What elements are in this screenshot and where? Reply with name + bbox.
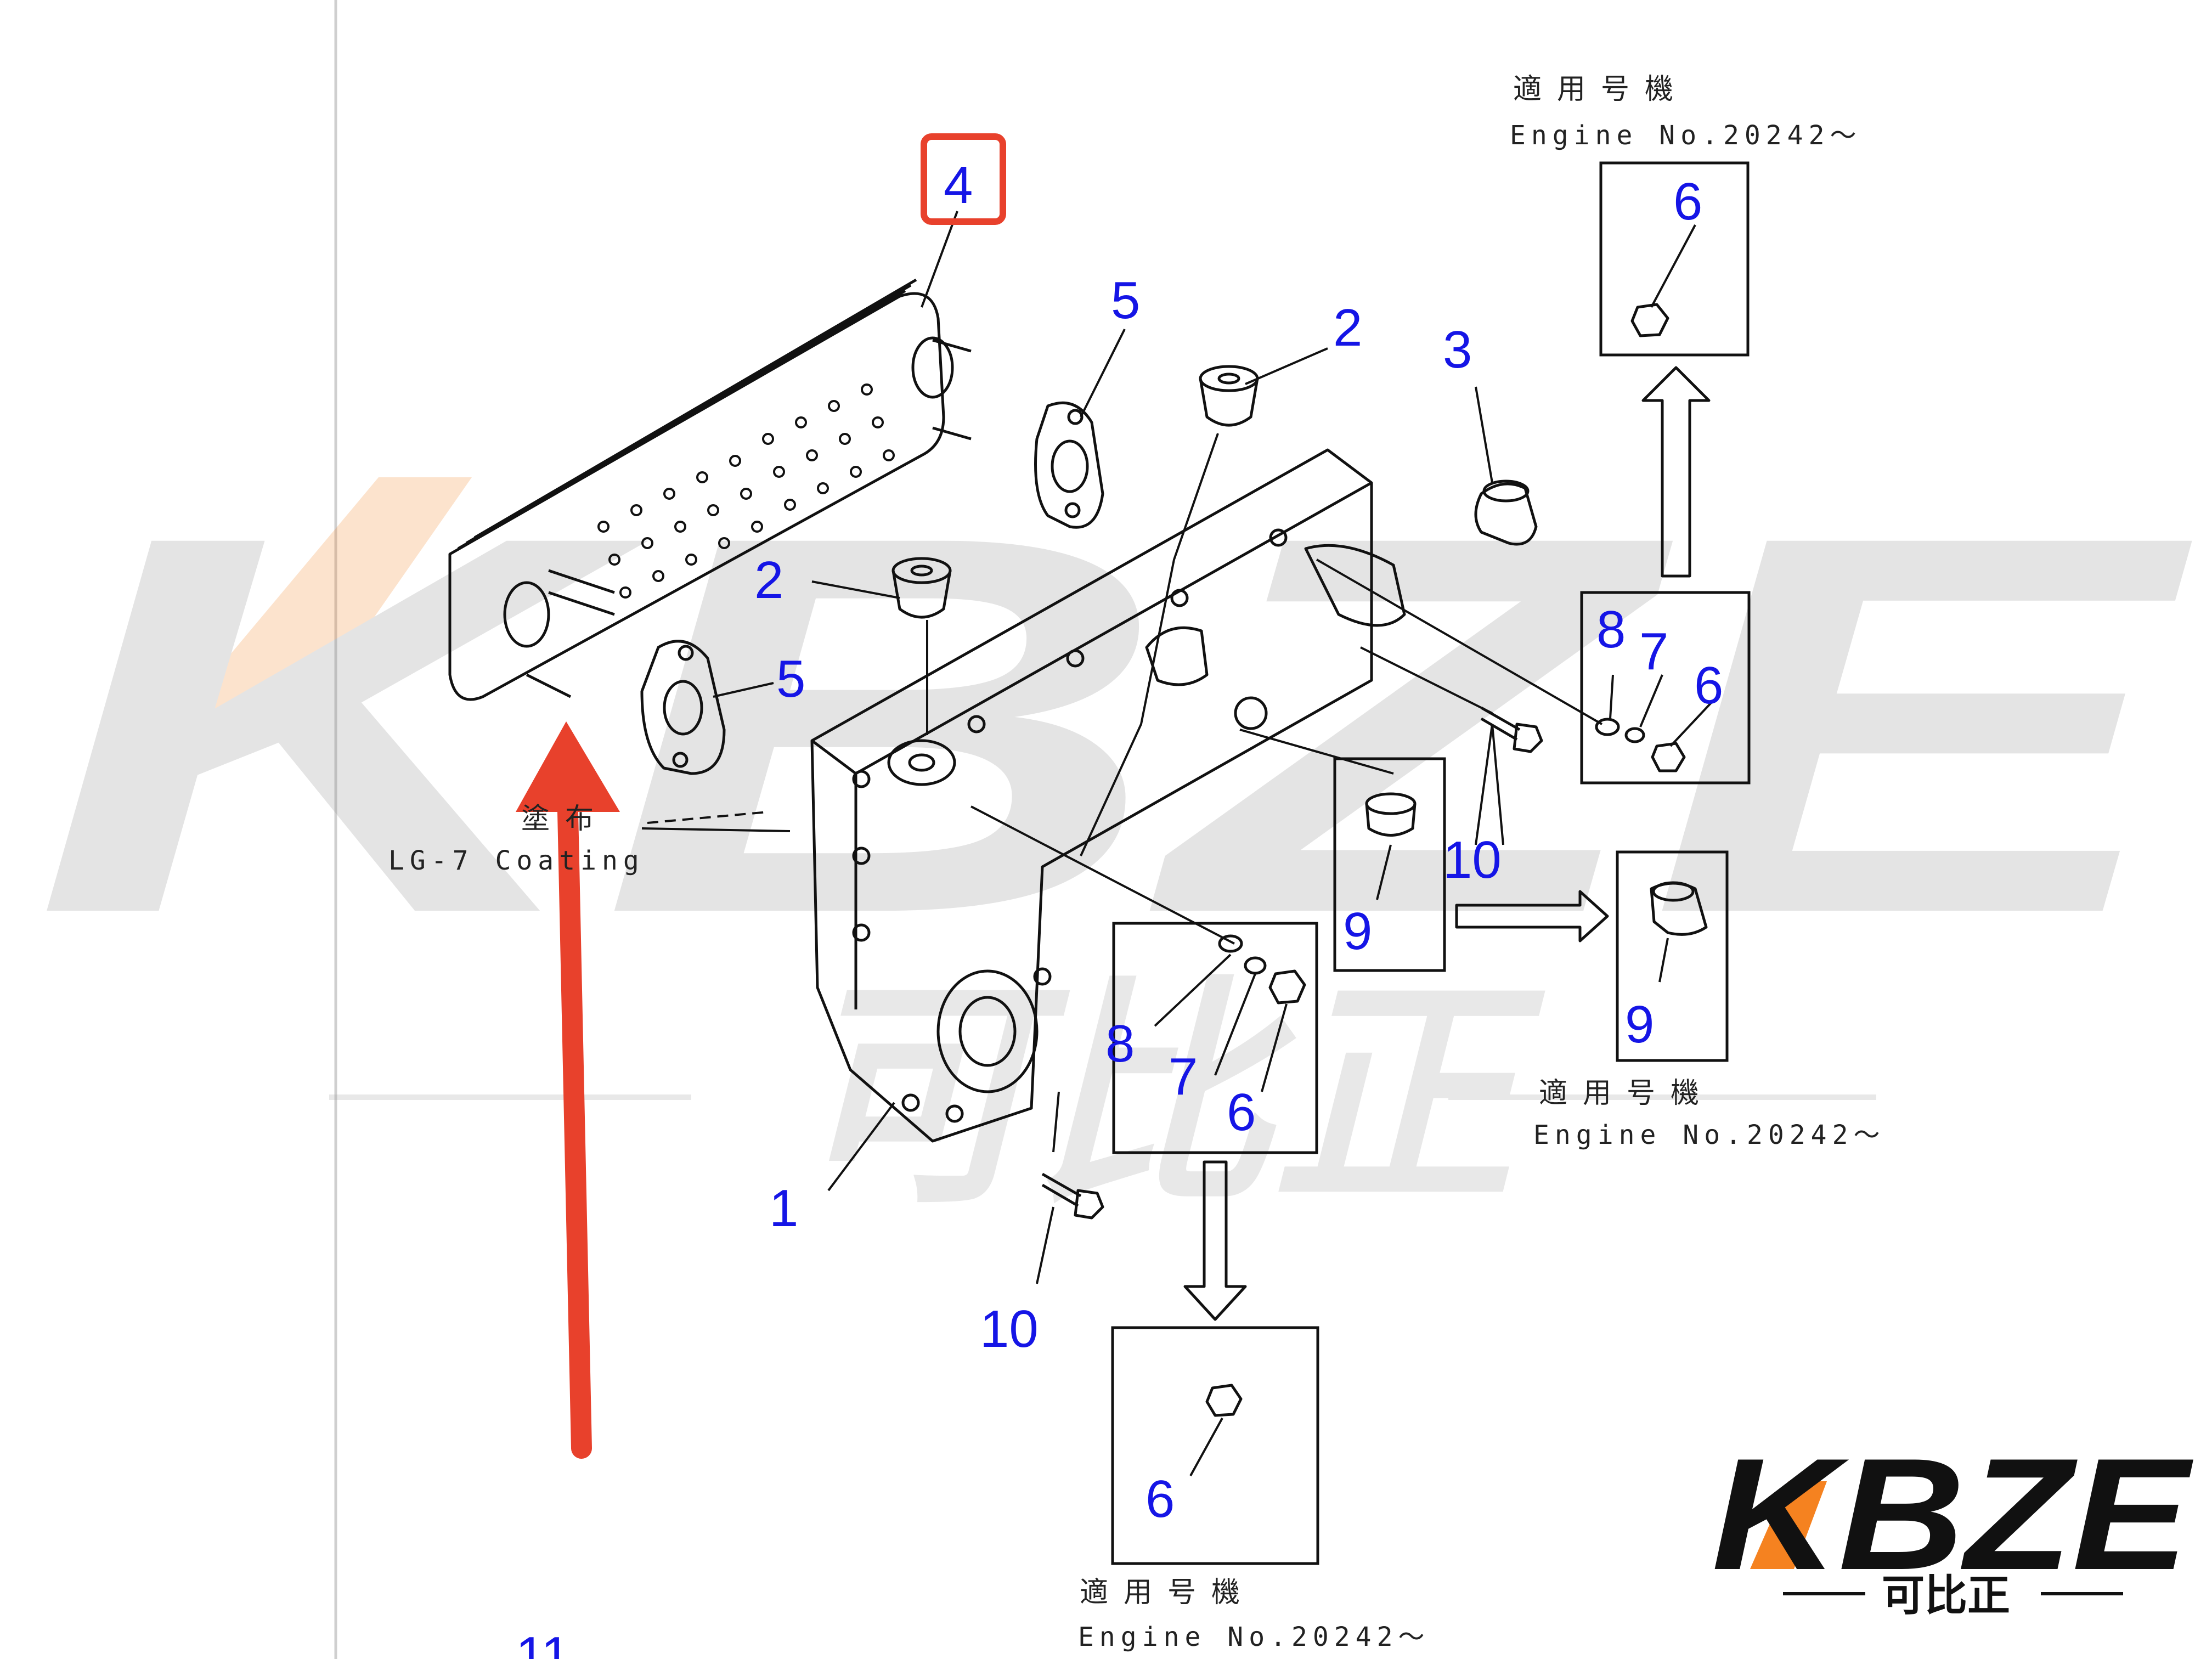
note-applicable-bottom: 適用号機 [1080, 1576, 1255, 1609]
watermark: KBZE 可比正 [33, 424, 2201, 1231]
note-coating-en: LG-7 Coating [388, 845, 645, 876]
gasket-lower [640, 640, 726, 775]
detail-box-bottom [1111, 1326, 1319, 1565]
logo-subtext: 可比正 [1882, 1571, 2010, 1621]
note-engine-bottom: Engine No.20242〜 [1078, 1622, 1430, 1652]
highlight-box [921, 133, 1006, 225]
plug-9-detail [1365, 792, 1417, 900]
callout-5-lower: 5 [776, 650, 805, 708]
callout-7-right: 7 [1639, 622, 1668, 681]
callout-9-center: 9 [1343, 902, 1372, 961]
notes: 適用号機 Engine No.20242〜 適用号機 Engine No.202… [388, 73, 1885, 1652]
callout-6-bottom: 6 [1146, 1470, 1175, 1528]
cap [1474, 479, 1538, 546]
callout-8-right: 8 [1596, 600, 1626, 659]
callout-10-lower: 10 [980, 1300, 1039, 1358]
callout-5-upper: 5 [1111, 271, 1140, 330]
detail-box-top [1599, 161, 1750, 357]
washers-right-detail [1595, 674, 1713, 772]
washers-center-detail [1154, 934, 1306, 1092]
logo-accent [1750, 1481, 1827, 1569]
kbze-logo: KBZE 可比正 [1712, 1425, 2196, 1621]
callout-6-center: 6 [1227, 1083, 1256, 1142]
arrow-right [1455, 890, 1609, 943]
callout-1: 1 [769, 1179, 798, 1238]
detail-box-washers-center [1112, 922, 1318, 1154]
callout-7-center: 7 [1169, 1047, 1198, 1106]
plug-lower [891, 557, 952, 619]
note-coating-jp: 塗布 [521, 803, 609, 836]
detail-box-plug [1333, 757, 1446, 972]
note-engine-right: Engine No.20242〜 [1533, 1120, 1885, 1150]
callout-8-center: 8 [1105, 1014, 1135, 1073]
nut-top-detail [1630, 224, 1696, 337]
detail-box-plug-right [1616, 850, 1729, 1062]
cooler-holes [597, 383, 895, 599]
callout-10-upper: 10 [1443, 831, 1502, 889]
callout-2-lower: 2 [754, 551, 783, 610]
note-applicable-right: 適用号機 [1539, 1077, 1714, 1110]
note-engine-top: Engine No.20242〜 [1510, 120, 1861, 151]
red-arrow [516, 721, 620, 1459]
callouts: 4 5 2 3 2 5 6 8 7 6 10 9 9 8 7 6 1 10 6 … [516, 156, 1723, 1659]
nut-bottom-detail [1189, 1384, 1243, 1476]
arrow-down [1183, 1160, 1247, 1321]
note-applicable-top: 適用号機 [1513, 73, 1689, 106]
callout-6-right: 6 [1694, 656, 1723, 715]
bolt-lower [1041, 1172, 1104, 1220]
callout-4: 4 [944, 156, 973, 215]
callout-9-right: 9 [1625, 995, 1654, 1054]
detail-box-washers-right [1580, 591, 1751, 785]
leader-lines [641, 211, 1602, 1284]
callout-3: 3 [1443, 320, 1472, 379]
callout-2-upper: 2 [1333, 298, 1362, 357]
plug-9-right-detail [1650, 881, 1708, 983]
watermark-text: KBZE [33, 424, 2201, 1025]
plug-upper [1199, 365, 1259, 427]
logo-text: KBZE [1712, 1425, 2196, 1603]
watermark-accent [181, 477, 472, 713]
oil-cooler-element [448, 278, 972, 701]
arrow-up [1641, 366, 1711, 578]
callout-11: 11 [516, 1626, 571, 1659]
callout-6-top: 6 [1673, 172, 1702, 231]
cooler-cover [810, 448, 1406, 1143]
